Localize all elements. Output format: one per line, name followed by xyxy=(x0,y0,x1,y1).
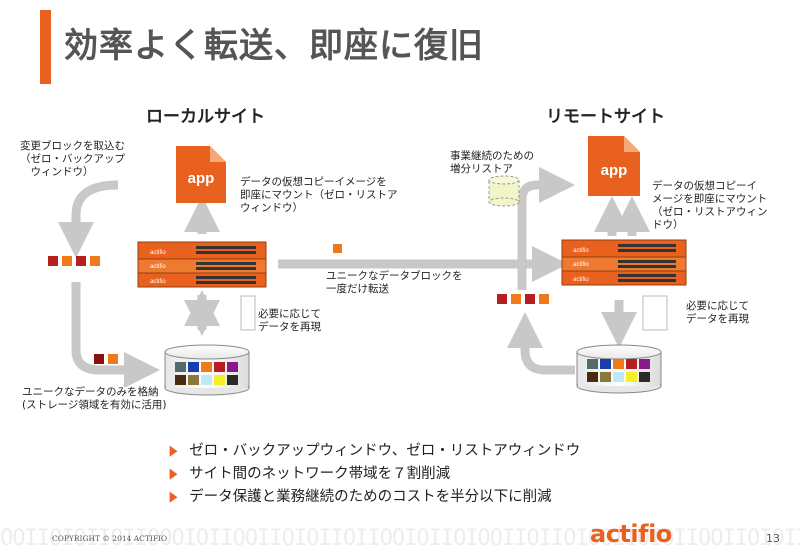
local-capture-arrow xyxy=(58,180,119,258)
remote-rehydrate-label: 必要に応じて データを再現 xyxy=(686,300,749,325)
remote-incoming-blocks xyxy=(497,294,549,304)
remote-virtual-copy-label: データの仮想コピーイ メージを即座にマウント （ゼロ・リストアウィン ドウ） xyxy=(652,180,768,231)
summary-bullets: ▶ ゼロ・バックアップウィンドウ、ゼロ・リストアウィンドウ ▶ サイト間のネットワー… xyxy=(168,440,581,509)
copyright-text: COPYRIGHT © 2014 ACTIFIO xyxy=(52,534,168,543)
chevron-right-icon: ▶ xyxy=(169,489,178,505)
bullet-text: サイト間のネットワーク帯域を７割削減 xyxy=(189,466,451,482)
remote-storage-cylinder-icon xyxy=(576,344,662,394)
incremental-restore-cylinder-icon xyxy=(488,175,520,207)
svg-text:actifio: actifio xyxy=(573,262,589,268)
local-virtual-copy-box xyxy=(240,295,256,331)
remote-app-label: app xyxy=(601,162,628,179)
remote-return-arrow xyxy=(507,312,575,375)
slide-title: 効率よく転送、即座に復旧 xyxy=(64,26,484,66)
local-app-label: app xyxy=(188,170,215,187)
remote-mount-arrows xyxy=(594,196,650,236)
local-virtual-copy-label: データの仮想コピーイメージを 即座にマウント（ゼロ・リストア ウィンドウ） xyxy=(240,176,398,214)
transfer-label: ユニークなデータブロックを 一度だけ転送 xyxy=(326,270,463,295)
local-site-heading: ローカルサイト xyxy=(146,107,265,127)
local-unique-store-label: ユニークなデータのみを格納 (ストレージ領域を有効に活用) xyxy=(22,386,167,411)
svg-text:actifio: actifio xyxy=(573,277,589,283)
svg-text:actifio: actifio xyxy=(150,264,166,270)
page-number: 13 xyxy=(766,532,780,545)
remote-appliance-icon: actifio actifio actifio xyxy=(561,239,687,286)
local-rehydrate-label: 必要に応じて データを再現 xyxy=(258,308,321,333)
remote-site-heading: リモートサイト xyxy=(546,107,665,127)
remote-app-document-icon: app xyxy=(588,136,640,196)
svg-text:actifio: actifio xyxy=(150,250,166,256)
bullet-item: ▶ ゼロ・バックアップウィンドウ、ゼロ・リストアウィンドウ xyxy=(168,440,581,463)
chevron-right-icon: ▶ xyxy=(169,466,178,482)
chevron-right-icon: ▶ xyxy=(169,443,178,459)
bullet-item: ▶ サイト間のネットワーク帯域を７割削減 xyxy=(168,463,580,486)
svg-text:actifio: actifio xyxy=(150,279,166,285)
bullet-item: ▶ データ保護と業務継続のためのコストを半分以下に削減 xyxy=(168,486,580,509)
local-unique-blocks xyxy=(94,354,118,364)
remote-virtual-copy-box xyxy=(642,295,668,331)
title-accent-bar xyxy=(40,10,51,84)
local-changed-blocks xyxy=(48,256,100,266)
remote-incremental-arrow xyxy=(517,167,575,290)
remote-incremental-label: 事業継続のための 増分リストア xyxy=(450,150,534,175)
bullet-text: データ保護と業務継続のためのコストを半分以下に削減 xyxy=(189,489,552,505)
local-appliance-icon: actifio actifio actifio xyxy=(137,241,267,288)
local-capture-label: 変更ブロックを取込む （ゼロ・バックアップ ウィンドウ） xyxy=(20,140,125,178)
svg-text:actifio: actifio xyxy=(573,248,589,254)
local-storage-cylinder-icon xyxy=(164,344,250,396)
footer-binary-decoration: OOII0IOIIOIIOOOIOIIOOIIOIOIIOIIOOIOIIOIO… xyxy=(0,526,800,551)
local-store-arrow xyxy=(71,282,160,388)
data-block-icon xyxy=(333,244,342,253)
bullet-text: ゼロ・バックアップウィンドウ、ゼロ・リストアウィンドウ xyxy=(189,443,581,459)
actifio-logo: actifio xyxy=(590,520,672,548)
local-app-document-icon: app xyxy=(176,146,226,203)
